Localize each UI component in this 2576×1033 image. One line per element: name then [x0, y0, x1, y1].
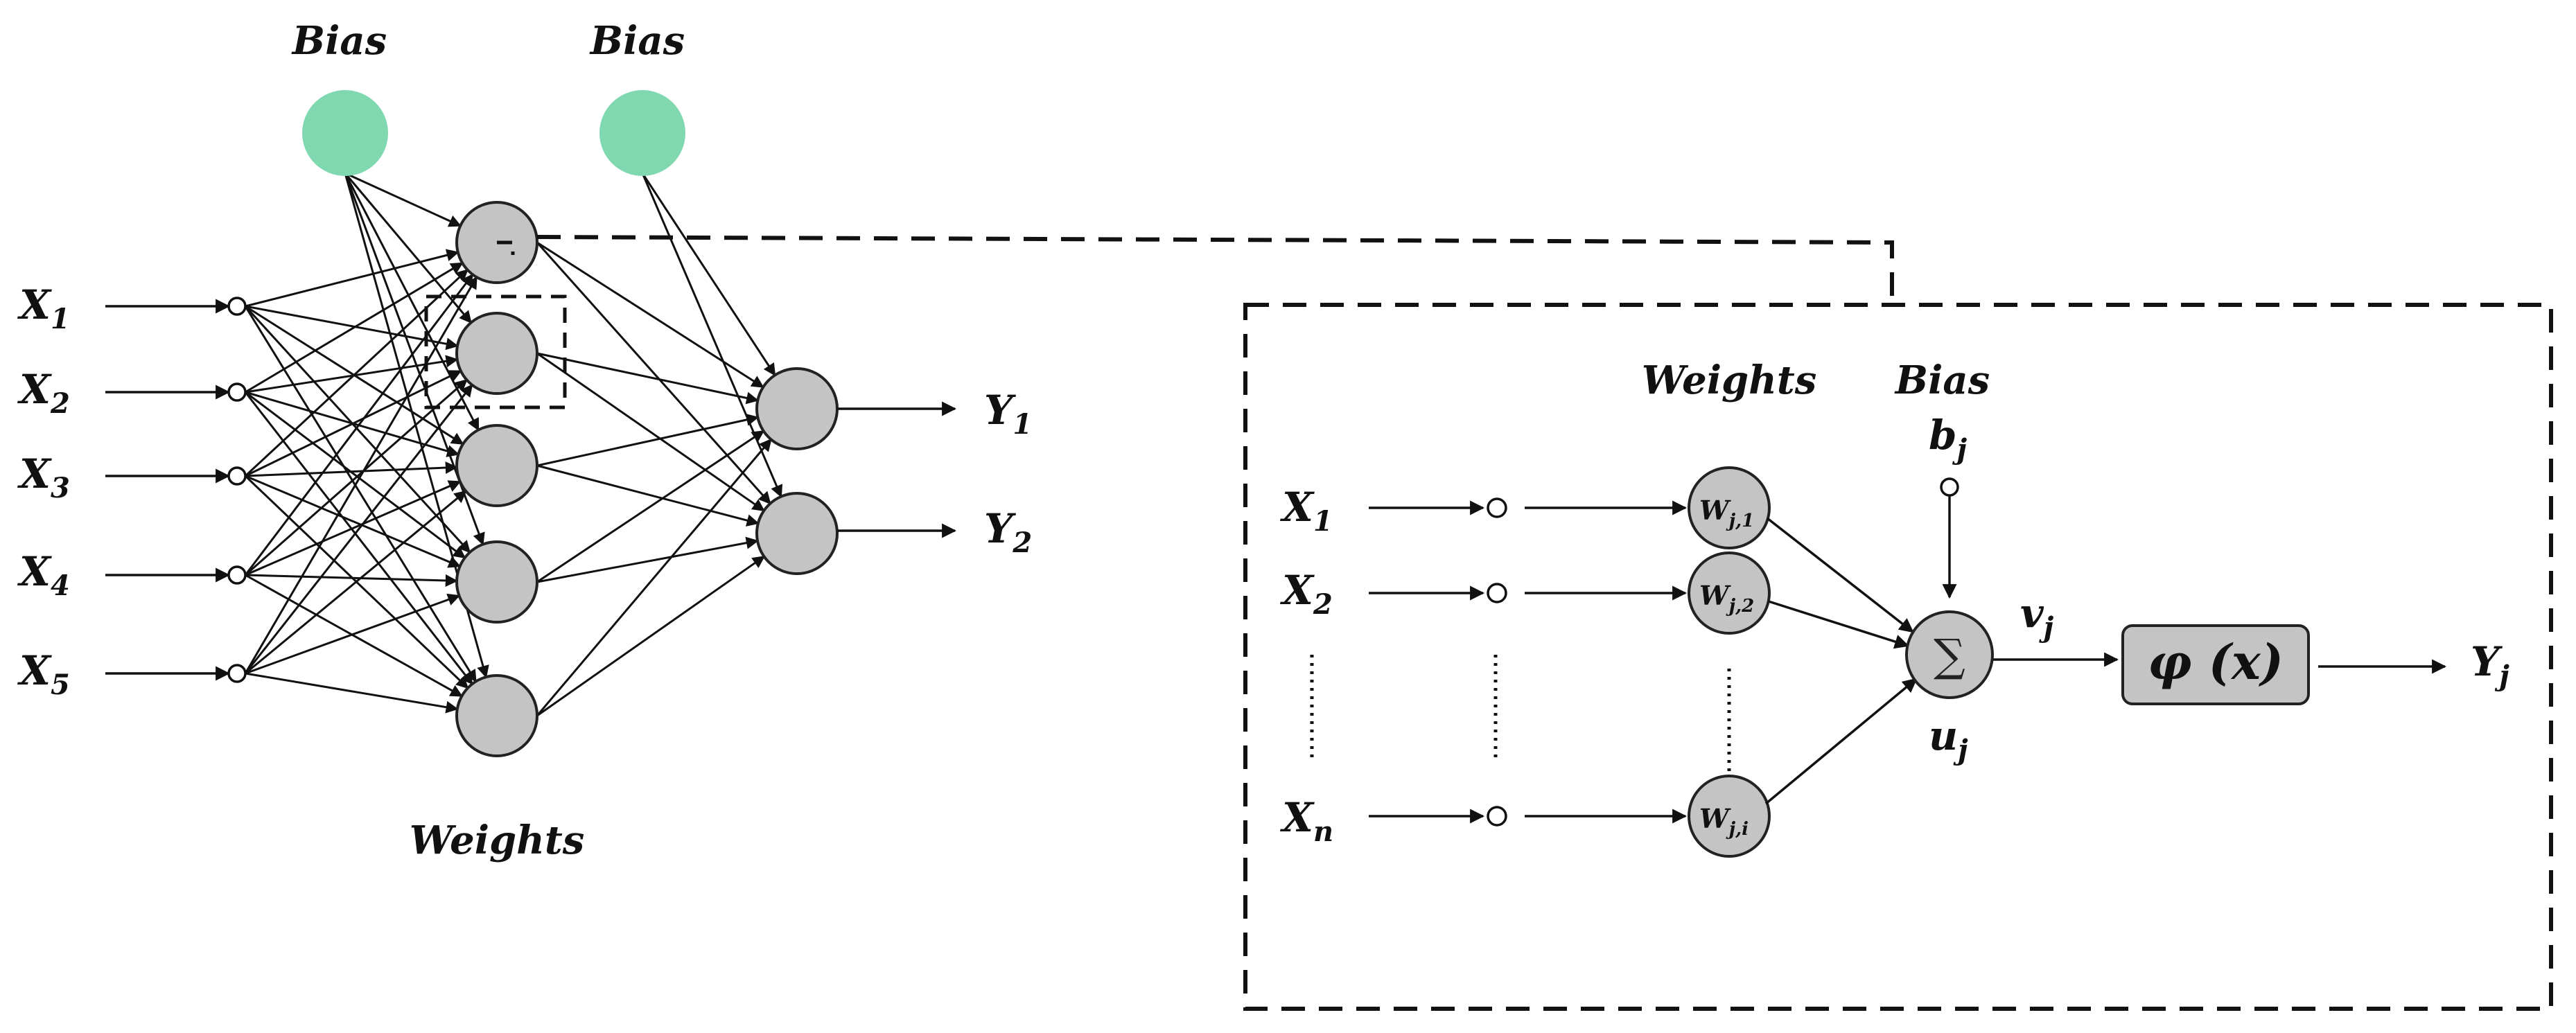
input-hidden-connection	[245, 574, 463, 697]
input-hidden-connection	[245, 391, 466, 559]
sum-output-label: vj	[2020, 590, 2054, 644]
input-hidden-connection	[245, 355, 459, 394]
weight-to-sum-i	[1764, 678, 1918, 805]
activation-box	[2121, 624, 2310, 705]
neuron-input-xn: Xn	[1279, 794, 1333, 848]
bias-input-node	[1940, 477, 1959, 497]
input-hidden-connection	[245, 379, 468, 576]
weight-to-sum-2	[1768, 600, 1910, 649]
output-node-1	[755, 367, 839, 450]
hidden-output-connection	[536, 464, 760, 527]
input-node-4	[227, 565, 247, 585]
neuron-input-node-2	[1487, 583, 1507, 603]
input-hidden-connection	[244, 269, 468, 477]
weight-label-i: Wj,i	[1699, 803, 1749, 840]
connector-line	[536, 235, 1894, 305]
input-hidden-connection	[245, 461, 458, 477]
hidden-output-connection	[536, 352, 765, 512]
connector-inner	[497, 240, 515, 255]
bias-hidden-connection	[344, 173, 472, 324]
bias-label-2: Bias	[589, 18, 685, 64]
neuron-detail-box	[1243, 303, 2553, 1011]
bias-hidden-connection	[344, 172, 462, 227]
neuron-output-label: Yj	[2471, 638, 2509, 692]
bias-output-connection	[641, 173, 776, 377]
output-label-y2: Y2	[984, 505, 1032, 559]
input-hidden-connection	[245, 262, 464, 394]
weight-label-2: Wj,2	[1699, 580, 1754, 617]
input-label-x5: X5	[17, 647, 70, 701]
output-node-2	[755, 492, 839, 575]
weight-node-2	[1688, 551, 1771, 635]
weight-node-i	[1688, 775, 1771, 858]
bias-hidden-connection	[344, 173, 480, 432]
hidden-node-2	[455, 312, 538, 395]
activation-function: φ (x)	[2148, 633, 2284, 691]
hidden-output-connection	[536, 556, 765, 717]
weight-label-1: Wj,1	[1699, 495, 1754, 531]
input-hidden-connection	[245, 574, 458, 587]
bias-node-2	[599, 90, 685, 176]
input-hidden-connection	[244, 384, 473, 674]
hidden-output-connection	[536, 242, 771, 505]
hidden-output-connection	[536, 352, 760, 405]
neuron-weights-label: Weights	[1642, 357, 1817, 403]
hidden-output-connection	[536, 536, 759, 583]
hidden-node-5	[455, 674, 538, 757]
input-hidden-connection	[244, 276, 478, 674]
neuron-input-node-1	[1487, 497, 1507, 518]
output-label-y1: Y1	[984, 387, 1032, 441]
input-node-2	[227, 382, 247, 402]
network-weights-label: Weights	[410, 818, 585, 863]
bias-node-1	[302, 90, 388, 176]
input-hidden-connection	[245, 490, 467, 675]
hidden-output-connection	[536, 430, 765, 583]
input-label-x2: X2	[17, 366, 70, 420]
input-hidden-connection	[245, 249, 459, 308]
bias-symbol: bj	[1929, 412, 1968, 466]
input-hidden-connection	[244, 273, 474, 576]
input-hidden-connection	[245, 305, 459, 351]
input-node-1	[227, 297, 247, 316]
input-hidden-connection	[245, 672, 459, 714]
input-label-x1: X1	[17, 281, 70, 335]
weight-to-sum-1	[1766, 517, 1914, 633]
input-node-5	[227, 664, 247, 683]
weight-node-1	[1688, 466, 1771, 549]
input-hidden-connection	[245, 475, 462, 568]
hidden-output-connection	[536, 241, 764, 388]
neuron-bias-label: Bias	[1894, 357, 1990, 403]
neuron-input-x2: X2	[1279, 567, 1333, 621]
summation-node	[1905, 610, 1994, 699]
hidden-node-4	[455, 540, 538, 624]
hidden-node-3	[455, 424, 538, 507]
input-label-x3: X3	[17, 450, 70, 504]
hidden-output-connection	[536, 438, 772, 716]
sum-under-label: uj	[1929, 712, 1968, 766]
bias-output-connection	[641, 173, 783, 498]
input-node-3	[227, 466, 247, 486]
summation-symbol: ∑	[1934, 630, 1965, 682]
input-label-x4: X4	[17, 548, 70, 602]
bias-label-1: Bias	[291, 18, 387, 64]
input-hidden-connection	[244, 305, 471, 554]
input-hidden-connection	[245, 593, 461, 675]
hidden-output-connection	[536, 414, 760, 467]
neuron-input-x1: X1	[1279, 484, 1333, 538]
input-hidden-connection	[245, 480, 462, 576]
neuron-input-node-n	[1487, 806, 1507, 827]
